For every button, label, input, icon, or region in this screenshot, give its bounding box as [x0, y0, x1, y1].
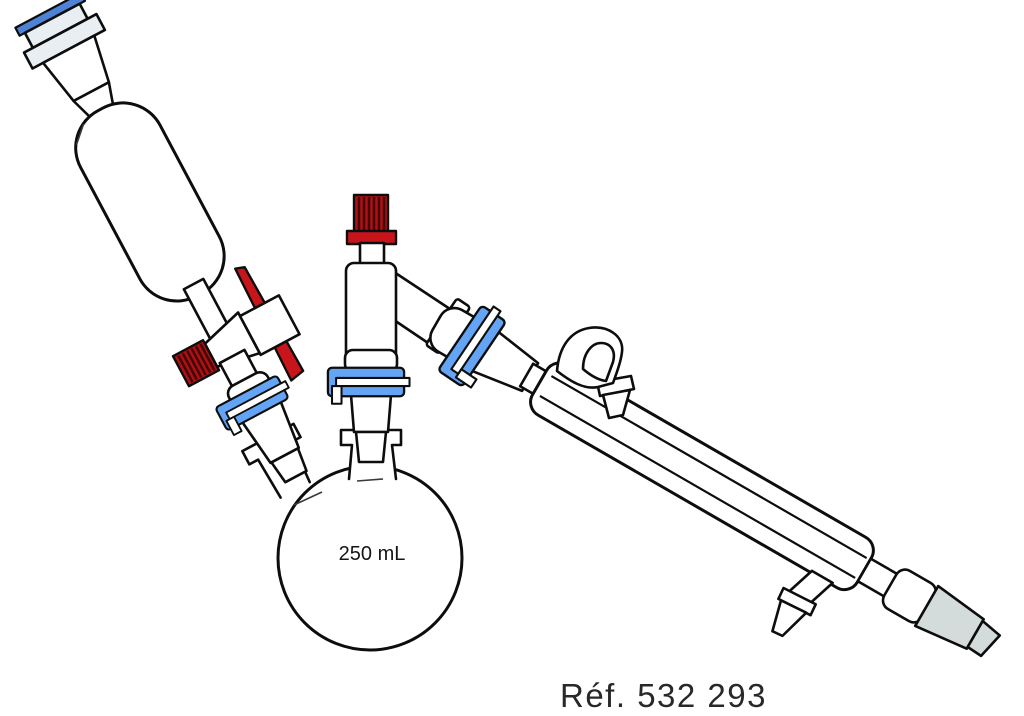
dropping-funnel	[14, 0, 308, 484]
flask-highlight-shoulder	[293, 491, 323, 506]
flask-capacity-label: 250 mL	[339, 543, 406, 565]
funnel-joint-tip	[270, 447, 308, 484]
red-screw-cap	[345, 193, 398, 246]
flask-highlight-center	[356, 478, 384, 482]
stopcock-knob	[171, 339, 221, 388]
condenser-inner-wall-top	[550, 375, 868, 559]
condenser-jacket	[529, 361, 875, 592]
funnel-highlight	[75, 123, 85, 146]
water-hose-barb-lower	[771, 569, 834, 638]
reference-label: Réf. 532 293	[560, 677, 767, 714]
stopcock-barrel	[238, 294, 301, 357]
head-body	[344, 261, 398, 363]
ground-joint-gray-cone	[913, 584, 986, 651]
ground-joint-tip	[966, 619, 1002, 658]
head-joint-tip	[354, 430, 388, 464]
condenser-inner-wall-bottom	[539, 395, 856, 579]
water-hose-barb-upper	[555, 326, 636, 420]
funnel-body	[74, 101, 226, 303]
